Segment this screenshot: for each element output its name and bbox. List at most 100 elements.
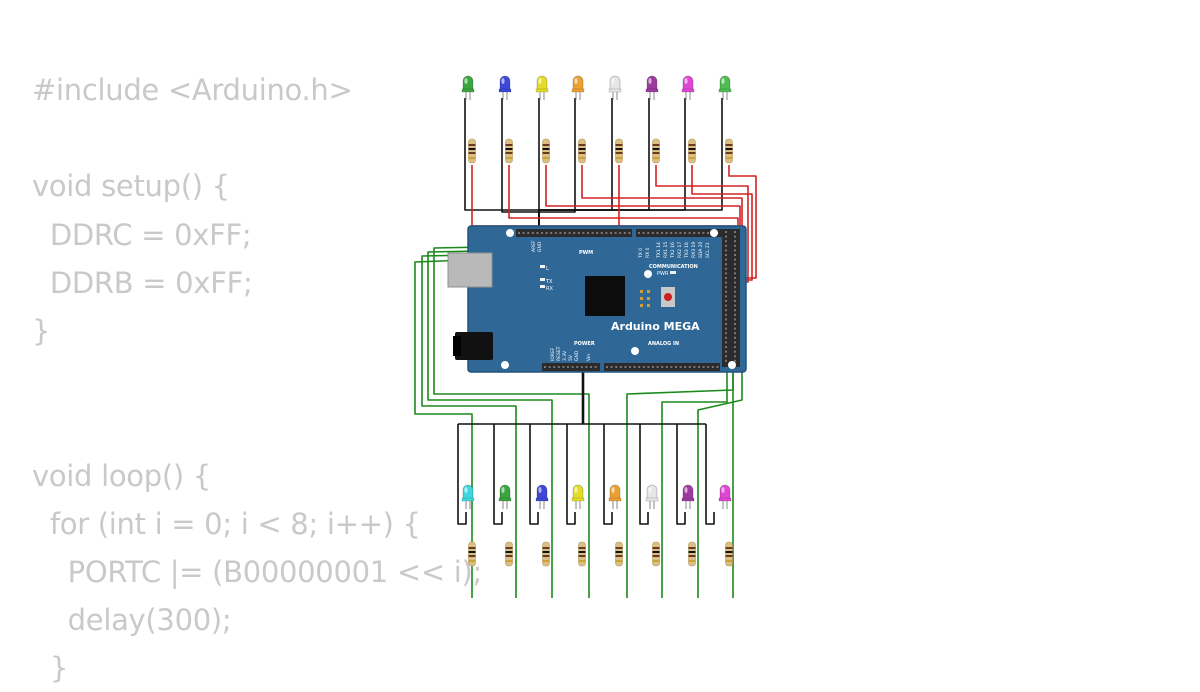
pin-label-3v3: 3.3V: [562, 350, 568, 361]
code-line: PORTC |= (B00000001 << i);: [32, 554, 483, 589]
led-rim: [461, 88, 475, 93]
header-pin: [725, 323, 727, 325]
status-led: [540, 265, 545, 268]
pin-label-tx3: TX3 18: [684, 242, 690, 259]
header-pin: [697, 232, 700, 234]
communication-header: [636, 229, 722, 237]
circuit-canvas[interactable]: Arduino MEGA PWM COMMUNICATION POWER ANA…: [0, 0, 1200, 630]
resistor-band: [542, 152, 550, 154]
wire[interactable]: [639, 424, 649, 525]
wire[interactable]: [501, 98, 540, 232]
wire[interactable]: [538, 98, 723, 232]
resistor-band: [652, 555, 660, 557]
led-highlight: [721, 78, 725, 84]
resistor[interactable]: [725, 138, 733, 164]
led[interactable]: [718, 75, 732, 100]
led-highlight: [464, 78, 468, 84]
icsp-pin: [640, 304, 643, 307]
wire[interactable]: [626, 345, 734, 598]
resistor[interactable]: [542, 138, 550, 164]
resistor-band: [468, 560, 476, 562]
resistor[interactable]: [542, 541, 550, 567]
header-pin: [548, 366, 551, 368]
header-pin: [707, 366, 710, 368]
header-pin: [734, 332, 736, 335]
wire[interactable]: [457, 424, 467, 525]
led-highlight: [648, 78, 652, 84]
resistor[interactable]: [652, 541, 660, 567]
wire[interactable]: [603, 424, 613, 525]
led-body: [536, 484, 548, 500]
resistor-band: [652, 547, 660, 549]
led-tx-label: TX: [545, 279, 553, 285]
led[interactable]: [645, 484, 659, 509]
led[interactable]: [461, 484, 475, 509]
led[interactable]: [498, 75, 512, 100]
led[interactable]: [681, 484, 695, 509]
pin-label-rx2: RX2 17: [677, 242, 683, 258]
resistor[interactable]: [468, 541, 476, 567]
led-body: [572, 75, 584, 91]
led-body: [682, 484, 694, 500]
led[interactable]: [608, 75, 622, 100]
resistor[interactable]: [505, 138, 513, 164]
resistor-body: [615, 138, 623, 164]
led[interactable]: [571, 75, 585, 100]
wire[interactable]: [697, 341, 743, 598]
resistor-band: [725, 551, 733, 553]
led[interactable]: [645, 75, 659, 100]
resistor[interactable]: [468, 138, 476, 164]
header-pin: [734, 300, 736, 302]
header-pin: [725, 300, 727, 302]
wire[interactable]: [529, 424, 539, 525]
power-label: POWER: [574, 341, 595, 347]
header-pin: [656, 232, 659, 234]
resistor-band: [542, 555, 550, 557]
led[interactable]: [498, 484, 512, 509]
led[interactable]: [608, 484, 622, 509]
header-pin: [734, 249, 736, 252]
resistor[interactable]: [578, 541, 586, 567]
arduino-mega-board[interactable]: Arduino MEGA PWM COMMUNICATION POWER ANA…: [447, 225, 747, 373]
led-rim: [498, 497, 512, 502]
header-pin: [725, 359, 727, 362]
resistor[interactable]: [615, 138, 623, 164]
led[interactable]: [718, 484, 732, 509]
wire[interactable]: [661, 350, 728, 598]
led[interactable]: [681, 75, 695, 100]
resistor[interactable]: [652, 138, 660, 164]
header-pin: [610, 232, 612, 234]
pin-label-gnd: GND: [537, 241, 543, 252]
resistor-body: [652, 541, 660, 567]
resistor[interactable]: [615, 541, 623, 567]
wire[interactable]: [676, 424, 686, 525]
header-pin: [582, 232, 585, 234]
led-body: [719, 484, 731, 500]
wire[interactable]: [538, 98, 576, 232]
wire[interactable]: [705, 424, 715, 525]
header-pin: [610, 366, 613, 368]
led[interactable]: [571, 484, 585, 509]
resistor[interactable]: [688, 541, 696, 567]
led[interactable]: [535, 75, 549, 100]
resistor-band: [615, 144, 623, 146]
reset-button-cap[interactable]: [664, 293, 672, 301]
wire[interactable]: [493, 424, 503, 525]
wire[interactable]: [566, 424, 576, 525]
resistor[interactable]: [688, 138, 696, 164]
header-pin: [734, 290, 736, 293]
led-body: [719, 75, 731, 91]
header-pin: [734, 254, 736, 256]
led[interactable]: [535, 484, 549, 509]
header-pin: [562, 366, 565, 368]
resistor-body: [542, 541, 550, 567]
code-editor[interactable]: #include <Arduino.h>void setup() { DDRC …: [32, 66, 482, 692]
header-pin: [725, 231, 727, 233]
resistor[interactable]: [578, 138, 586, 164]
led-body: [536, 75, 548, 91]
led[interactable]: [461, 75, 475, 100]
resistor[interactable]: [505, 541, 513, 567]
header-pin: [674, 232, 677, 234]
resistor-band: [688, 555, 696, 557]
resistor[interactable]: [725, 541, 733, 567]
